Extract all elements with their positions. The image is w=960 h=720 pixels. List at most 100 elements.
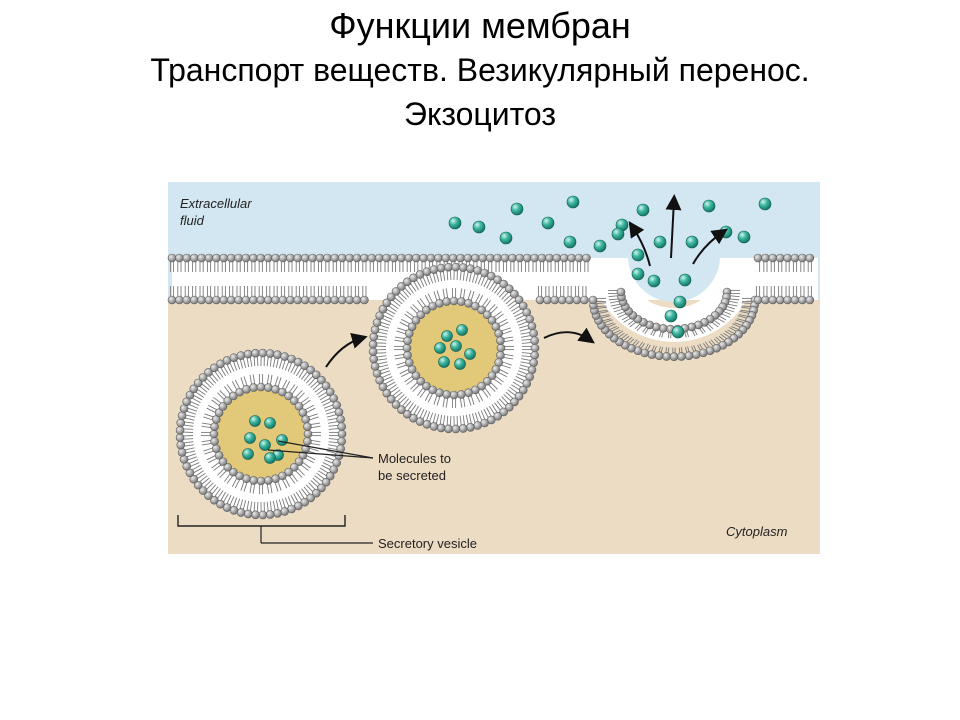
- phospholipid-head-icon: [419, 253, 428, 263]
- phospholipid-head-icon: [197, 253, 206, 263]
- phospholipid-head-icon: [311, 488, 321, 498]
- molecule-icon: [510, 202, 524, 216]
- phospholipid-head-icon: [451, 424, 461, 434]
- phospholipid-head-icon: [219, 295, 229, 305]
- phospholipid-head-icon: [193, 480, 203, 490]
- phospholipid-head-icon: [464, 388, 473, 397]
- phospholipid-head-icon: [258, 510, 268, 520]
- phospholipid-head-icon: [487, 371, 497, 380]
- molecule-icon: [636, 203, 650, 217]
- phospholipid-head-icon: [518, 385, 528, 395]
- phospholipid-head-icon: [337, 429, 347, 439]
- phospholipid-head-icon: [691, 350, 701, 359]
- phospholipid-head-icon: [428, 385, 437, 395]
- phospholipid-head-icon: [293, 357, 303, 367]
- phospholipid-head-icon: [325, 387, 335, 397]
- phospholipid-head-icon: [499, 407, 508, 417]
- phospholipid-head-icon: [477, 381, 486, 391]
- phospholipid-head-icon: [493, 411, 502, 421]
- label-secretory-vesicle: Secretory vesicle: [378, 536, 477, 551]
- molecule-icon: [264, 417, 276, 429]
- phospholipid-head-icon: [226, 253, 236, 263]
- phospholipid-head-icon: [249, 253, 258, 263]
- arrow-icon: [692, 228, 728, 265]
- phospholipid-head-icon: [411, 253, 421, 263]
- phospholipid-head-icon: [278, 295, 288, 305]
- phospholipid-head-icon: [550, 295, 560, 305]
- molecule-icon: [456, 324, 468, 336]
- phospholipid-head-icon: [429, 265, 439, 274]
- phospholipid-head-icon: [189, 295, 199, 305]
- phospholipid-head-icon: [300, 253, 310, 263]
- phospholipid-head-icon: [514, 391, 524, 401]
- phospholipid-head-icon: [687, 322, 697, 332]
- molecule-icon: [664, 309, 678, 323]
- molecule-icon: [448, 216, 462, 230]
- molecule-icon: [647, 274, 661, 288]
- phospholipid-head-icon: [463, 253, 473, 263]
- phospholipid-head-icon: [466, 264, 475, 273]
- phospholipid-head-icon: [265, 510, 275, 519]
- phospholipid-head-icon: [330, 295, 340, 305]
- molecule-icon: [631, 248, 645, 262]
- phospholipid-head-icon: [669, 352, 679, 361]
- molecule-icon: [563, 235, 577, 249]
- phospholipid-head-icon: [496, 336, 505, 345]
- phospholipid-head-icon: [263, 295, 273, 305]
- molecule-icon: [611, 227, 625, 241]
- phospholipid-head-icon: [265, 349, 275, 358]
- phospholipid-head-icon: [370, 325, 380, 335]
- phospholipid-head-icon: [616, 287, 626, 297]
- phospholipid-head-icon: [567, 253, 576, 263]
- phospholipid-head-icon: [249, 383, 258, 392]
- phospholipid-head-icon: [382, 253, 391, 263]
- phospholipid-head-icon: [416, 310, 426, 320]
- phospholipid-head-icon: [264, 476, 273, 485]
- phospholipid-head-icon: [402, 277, 412, 287]
- phospholipid-head-icon: [482, 376, 492, 386]
- arrow-icon: [628, 221, 651, 267]
- phospholipid-head-icon: [210, 422, 219, 431]
- phospholipid-head-icon: [368, 340, 378, 349]
- phospholipid-head-icon: [337, 422, 346, 431]
- phospholipid-head-icon: [677, 352, 686, 361]
- phospholipid-head-icon: [422, 267, 432, 276]
- phospholipid-head-icon: [256, 295, 266, 305]
- phospholipid-head-icon: [504, 284, 514, 294]
- phospholipid-head-icon: [219, 253, 229, 263]
- phospholipid-head-icon: [518, 301, 528, 311]
- phospholipid-head-icon: [658, 324, 668, 333]
- phospholipid-head-icon: [182, 295, 192, 305]
- phospholipid-head-icon: [175, 295, 184, 305]
- phospholipid-head-icon: [301, 415, 310, 424]
- phospholipid-head-icon: [308, 295, 317, 305]
- phospholipid-head-icon: [684, 351, 694, 361]
- phospholipid-head-icon: [496, 351, 505, 360]
- phospholipid-head-icon: [185, 390, 195, 400]
- phospholipid-head-icon: [529, 329, 538, 338]
- phospholipid-head-icon: [557, 295, 567, 305]
- phospholipid-head-icon: [176, 418, 186, 428]
- phospholipid-head-icon: [449, 296, 459, 306]
- phospholipid-head-icon: [559, 253, 569, 263]
- phospholipid-head-icon: [552, 253, 562, 263]
- phospholipid-head-icon: [204, 295, 214, 305]
- phospholipid-head-icon: [389, 253, 399, 263]
- exocytosis-figure: Extracellular fluid Molecules to be secr…: [160, 170, 828, 574]
- phospholipid-head-icon: [303, 437, 312, 446]
- molecule-icon: [276, 434, 288, 446]
- molecule-icon: [244, 432, 256, 444]
- phospholipid-head-icon: [167, 295, 177, 305]
- phospholipid-head-icon: [300, 497, 309, 507]
- phospholipid-head-icon: [530, 343, 540, 353]
- title-line-1: Функции мембран: [329, 5, 631, 46]
- phospholipid-head-icon: [352, 253, 362, 263]
- phospholipid-head-icon: [294, 402, 304, 411]
- phospholipid-head-icon: [175, 253, 184, 263]
- phospholipid-head-icon: [241, 295, 251, 305]
- phospholipid-head-icon: [210, 437, 219, 446]
- phospholipid-head-icon: [360, 295, 369, 305]
- phospholipid-head-icon: [179, 455, 189, 464]
- molecule-icon: [702, 199, 716, 213]
- phospholipid-head-icon: [486, 271, 496, 281]
